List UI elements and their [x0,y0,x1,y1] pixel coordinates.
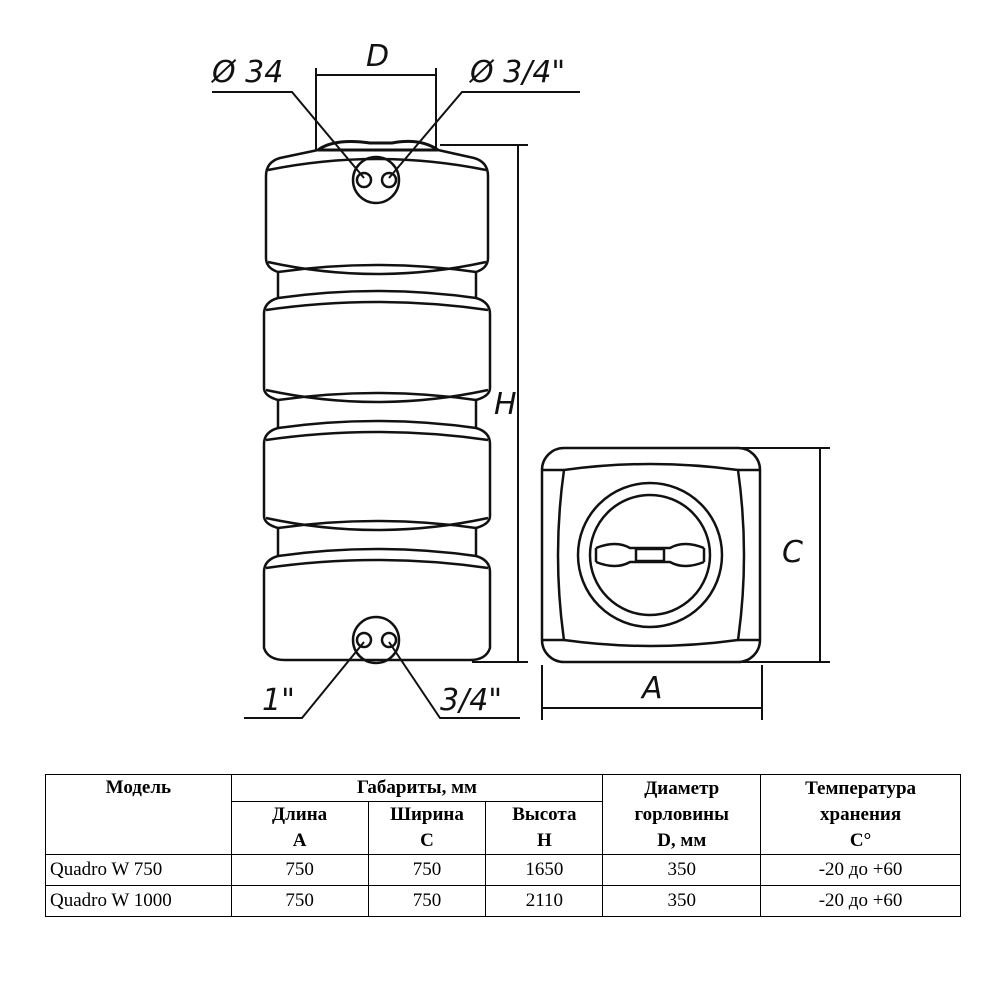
header-temperature: Температура хранения C° [760,774,961,855]
tank-technical-drawing: Ø 34 D Ø 3/4" H 1" 3/4" C A [210,39,830,720]
header-dimensions-text: Габариты, мм [357,777,477,798]
cell-model: Quadro W 1000 [45,885,232,917]
label-length: A [640,671,663,706]
header-height-bottom: H [536,830,552,851]
label-top-left-fitting: Ø 34 [210,55,283,90]
header-dimensions: Габариты, мм [230,774,604,802]
label-neck-diameter: D [366,39,389,74]
label-height: H [494,387,517,422]
header-model: Модель [45,774,232,855]
cell-width: 750 [367,885,487,917]
cell-neck: 350 [602,885,762,917]
cell-height: 1650 [485,854,604,886]
header-length-bottom: A [292,830,307,851]
label-top-right-fitting: Ø 3/4" [468,55,565,90]
cell-neck: 350 [602,854,762,886]
label-width: C [782,535,803,570]
header-neck-line3: D, мм [657,829,707,851]
cell-length: 750 [230,885,369,917]
header-height-top: Высота [512,804,577,825]
label-bottom-right-fitting: 3/4" [440,683,502,718]
header-neck-line1: Диаметр [644,777,720,799]
cell-height: 2110 [485,885,604,917]
table-row: Quadro W 750 750 750 1650 350 -20 до +60 [45,854,961,886]
table-subheader-row: Длина A Ширина C Высота H [46,801,961,855]
table-header-row: Модель Габариты, мм Диаметр горловины D,… [45,774,961,855]
header-neck-diameter: Диаметр горловины D, мм [602,774,762,855]
label-bottom-left-fitting: 1" [262,683,295,718]
cell-length: 750 [230,854,369,886]
header-width-bottom: C [420,830,434,851]
header-height: Высота H [485,801,604,855]
spec-table: Модель Габариты, мм Диаметр горловины D,… [45,774,961,917]
header-width-top: Ширина [390,804,464,825]
header-temp-line2: хранения [820,803,902,825]
header-length-top: Длина [272,804,328,825]
tank-top-view [540,446,762,664]
header-temp-line3: C° [849,829,872,851]
cell-temp: -20 до +60 [760,885,961,917]
header-model-text: Модель [105,777,172,798]
cell-model: Quadro W 750 [45,854,232,886]
tank-side-view [262,140,492,665]
table-row: Quadro W 1000 750 750 2110 350 -20 до +6… [45,885,961,917]
cell-width: 750 [367,854,487,886]
header-temp-line1: Температура [805,777,917,799]
header-width: Ширина C [367,801,487,855]
dimension-lines [212,68,830,720]
cell-temp: -20 до +60 [760,854,961,886]
header-length: Длина A [230,801,369,855]
header-neck-line2: горловины [634,803,729,825]
